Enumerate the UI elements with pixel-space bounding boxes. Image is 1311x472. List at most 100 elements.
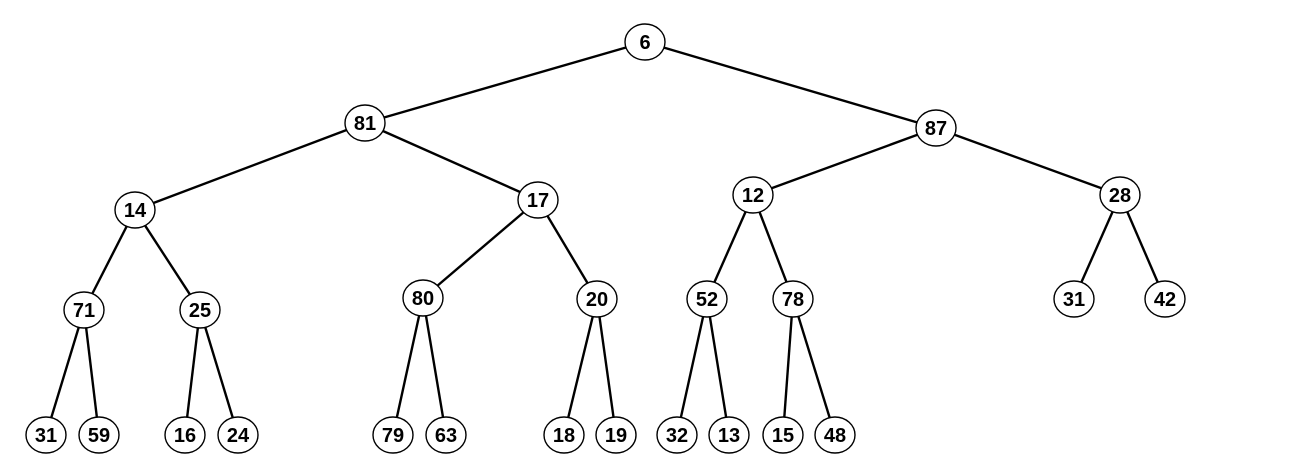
tree-node-label: 78 (782, 289, 804, 311)
tree-node-label: 16 (174, 425, 196, 447)
tree-edge (382, 129, 521, 194)
tree-edges (50, 46, 1159, 419)
tree-node-label: 87 (925, 118, 947, 140)
tree-node: 20 (576, 280, 618, 318)
tree-node: 12 (732, 176, 774, 214)
tree-node-circle (814, 416, 856, 454)
tree-node: 32 (656, 416, 698, 454)
tree-edge (185, 327, 200, 418)
tree-node-circle (517, 181, 559, 219)
tree-edge (1080, 211, 1114, 283)
tree-edge (954, 133, 1102, 190)
tree-node-circle (772, 280, 814, 318)
tree-node: 25 (179, 291, 221, 329)
tree-node-label: 12 (742, 185, 764, 207)
tree-node-label: 63 (435, 425, 457, 447)
tree-edge (708, 316, 728, 418)
tree-node-circle (372, 416, 414, 454)
tree-edge (546, 215, 589, 284)
tree-node-label: 42 (1154, 289, 1176, 311)
tree-edge (598, 316, 615, 418)
tree-node: 80 (402, 279, 444, 317)
tree-edge (84, 327, 99, 418)
tree-node: 24 (217, 416, 259, 454)
tree-node-circle (543, 416, 585, 454)
tree-node-circle (686, 280, 728, 318)
tree-node: 13 (708, 416, 750, 454)
tree-node-label: 15 (772, 425, 794, 447)
tree-node-circle (179, 291, 221, 329)
tree-edge (758, 211, 788, 283)
tree-node-label: 81 (354, 113, 376, 135)
tree-node-circle (164, 416, 206, 454)
tree-node-circle (732, 176, 774, 214)
tree-node-label: 18 (553, 425, 575, 447)
tree-node-label: 31 (1063, 289, 1085, 311)
tree-node-label: 52 (696, 289, 718, 311)
tree-node: 31 (25, 416, 67, 454)
tree-node: 6 (624, 23, 666, 61)
tree-node: 52 (686, 280, 728, 318)
tree-node: 78 (772, 280, 814, 318)
tree-edge (204, 327, 234, 418)
tree-node: 42 (1144, 280, 1186, 318)
tree-edge (713, 211, 747, 283)
tree-node-label: 48 (824, 425, 846, 447)
tree-node-label: 14 (124, 200, 147, 222)
tree-node: 15 (762, 416, 804, 454)
tree-node-circle (217, 416, 259, 454)
tree-edge (395, 315, 421, 418)
tree-node: 16 (164, 416, 206, 454)
tree-node: 19 (595, 416, 637, 454)
tree-edge (679, 316, 705, 418)
tree-node: 81 (344, 104, 386, 142)
tree-node-circle (1144, 280, 1186, 318)
tree-node-circle (656, 416, 698, 454)
tree-node-label: 24 (227, 425, 250, 447)
tree-edge (424, 315, 445, 418)
tree-node-label: 6 (639, 32, 650, 54)
tree-edge (771, 133, 918, 190)
tree-edge (436, 211, 525, 287)
tree-edge (663, 46, 918, 124)
tree-node: 14 (114, 191, 156, 229)
tree-node-circle (595, 416, 637, 454)
tree-node-circle (25, 416, 67, 454)
tree-node: 18 (543, 416, 585, 454)
tree-node-label: 31 (35, 425, 57, 447)
tree-node: 79 (372, 416, 414, 454)
tree-node: 17 (517, 181, 559, 219)
tree-node-circle (708, 416, 750, 454)
tree-node-label: 25 (189, 300, 211, 322)
tree-node-label: 59 (88, 425, 110, 447)
tree-node-circle (624, 23, 666, 61)
tree-node-circle (1053, 280, 1095, 318)
tree-edge (567, 316, 594, 418)
tree-node-label: 20 (586, 289, 608, 311)
tree-node-circle (576, 280, 618, 318)
tree-edge (383, 46, 627, 119)
tree-node: 28 (1099, 176, 1141, 214)
tree-node: 59 (78, 416, 120, 454)
tree-edge (783, 316, 793, 418)
tree-node-label: 80 (412, 288, 434, 310)
tree-node-circle (78, 416, 120, 454)
tree-node-label: 79 (382, 425, 404, 447)
tree-node-label: 13 (718, 425, 740, 447)
tree-node: 31 (1053, 280, 1095, 318)
tree-node-circle (1099, 176, 1141, 214)
tree-node: 48 (814, 416, 856, 454)
tree-node-label: 32 (666, 425, 688, 447)
tree-node-label: 19 (605, 425, 627, 447)
tree-edge (144, 224, 191, 296)
tree-node-circle (402, 279, 444, 317)
tree-node-circle (344, 104, 386, 142)
tree-edge (797, 315, 831, 419)
tree-node-circle (63, 291, 105, 329)
tree-nodes: 6 81 87 14 17 12 28 71 25 80 20 52 78 31 42 31 59 16 24 79 6… (25, 23, 1186, 454)
tree-node: 71 (63, 291, 105, 329)
tree-edge (153, 128, 347, 205)
tree-edge (91, 225, 128, 295)
tree-edge (1126, 211, 1159, 283)
